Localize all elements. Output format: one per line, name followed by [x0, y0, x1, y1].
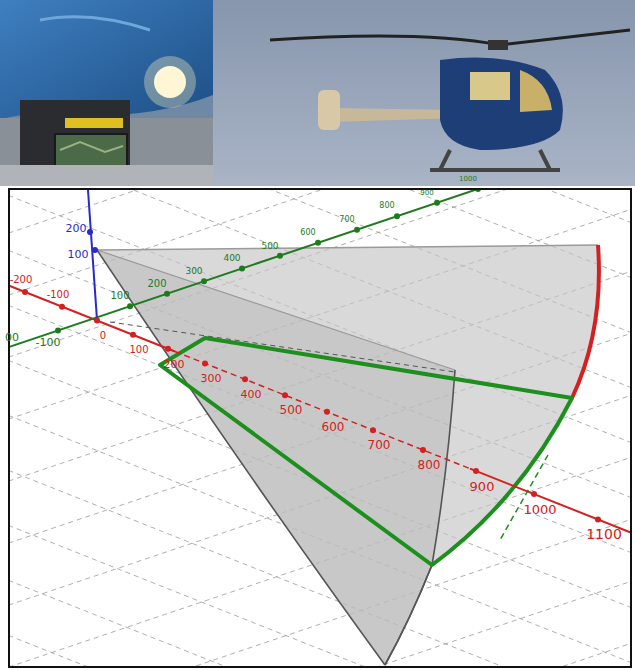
axis-tick: [127, 303, 133, 309]
axis-label: 1000: [523, 503, 556, 516]
y-axis: [9, 189, 560, 350]
axis-tick: [22, 289, 28, 295]
axis-label: 800: [379, 202, 394, 210]
grid-line: [9, 577, 631, 667]
x-axis: [470, 469, 631, 536]
axis-tick: [164, 291, 170, 297]
axis-tick: [277, 253, 283, 259]
axis-label: -200: [10, 275, 33, 285]
axis-tick: [165, 346, 171, 352]
perspective-grid: [9, 189, 631, 667]
axis-label: 1000: [459, 175, 477, 182]
axis-tick: [394, 213, 400, 219]
axis-label: 200: [147, 279, 166, 289]
axis-label: 100: [129, 345, 148, 355]
axis-tick: [595, 516, 601, 522]
axis-tick: [434, 200, 440, 206]
axis-tick: [94, 318, 100, 324]
axis-label: -100: [47, 290, 70, 300]
grid-line: [9, 189, 631, 236]
axis-tick: [473, 468, 479, 474]
axis-label: 400: [241, 389, 262, 400]
axis-label: -100: [36, 337, 61, 348]
axis-label: 900: [420, 189, 433, 196]
axis-label: 400: [223, 254, 240, 263]
axis-label: 100: [68, 249, 89, 260]
axes: [9, 189, 631, 536]
grid-line: [9, 632, 631, 667]
axis-tick: [315, 240, 321, 246]
axis-tick: [130, 332, 136, 338]
diagram-panel: [9, 189, 631, 667]
axis-label: 00: [5, 332, 19, 343]
axis-label: 0: [100, 331, 106, 341]
z-axis: [88, 190, 97, 320]
axis-tick: [92, 247, 98, 253]
axis-tick: [59, 304, 65, 310]
axis-label: 500: [261, 241, 278, 250]
grid-line: [9, 189, 631, 226]
axis-tick: [420, 447, 426, 453]
axis-label: 600: [322, 421, 345, 433]
axis-label: 700: [368, 439, 391, 451]
axis-tick: [354, 227, 360, 233]
grid-line: [9, 640, 631, 667]
axis-tick: [55, 327, 61, 333]
axis-label: 100: [110, 291, 129, 301]
axis-label: 300: [185, 267, 202, 276]
axis-tick: [87, 229, 93, 235]
axis-tick: [242, 376, 248, 382]
axis-tick: [201, 278, 207, 284]
x-axis: [175, 352, 470, 469]
axis-label: 200: [66, 223, 87, 234]
axis-tick: [370, 427, 376, 433]
coverage-face: [97, 250, 455, 665]
axis-label: 200: [164, 358, 185, 369]
range-arc: [572, 245, 599, 398]
axis-tick: [282, 392, 288, 398]
grid-line: [9, 578, 631, 667]
axis-label: 700: [339, 216, 354, 224]
axis-label: 600: [300, 229, 315, 237]
axis-tick: [324, 409, 330, 415]
axis-label: 1100: [586, 527, 622, 541]
coverage-volume: [97, 245, 599, 665]
axis-label: 800: [418, 459, 441, 471]
axis-tick: [202, 360, 208, 366]
axis-tick: [239, 265, 245, 271]
x-axis: [9, 282, 175, 351]
axis-label: 900: [470, 480, 495, 493]
axis-label: 300: [201, 373, 222, 384]
panel-border: [9, 189, 631, 667]
axis-tick: [531, 491, 537, 497]
camera-photo: [0, 0, 213, 186]
footprint-outline: [160, 338, 572, 565]
axis-label: 500: [280, 404, 303, 416]
helicopter-photo: [213, 0, 635, 186]
